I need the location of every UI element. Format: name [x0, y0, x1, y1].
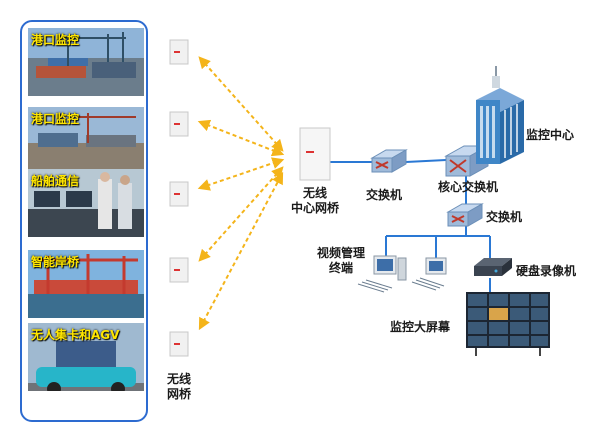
- central-bridge-icon: [299, 127, 331, 181]
- wireless-links: [197, 56, 285, 331]
- agv-photo: [28, 323, 144, 391]
- port-crane-photo: [28, 28, 144, 96]
- wireless-link: [198, 171, 284, 331]
- scene-smart-quay-crane: 智能岸桥: [28, 250, 144, 318]
- wireless-bridge-label: 无线 网桥: [166, 372, 191, 401]
- wireless-bridge-icon: [169, 111, 189, 137]
- quay-crane-photo: [28, 250, 144, 318]
- scene-port-monitoring-1: 港口监控: [28, 28, 144, 96]
- wireless-link: [197, 119, 285, 157]
- switch-icon: [370, 149, 408, 173]
- scene-label: 无人集卡和AGV: [31, 328, 120, 342]
- switch-label: 交换机: [366, 188, 403, 202]
- wireless-bridge-icon: [169, 181, 189, 207]
- ship-bridge-photo: [28, 169, 144, 237]
- wireless-bridge-icon: [169, 39, 189, 65]
- switch-label: 交换机: [486, 210, 523, 224]
- wireless-link: [198, 56, 284, 152]
- wireless-bridge-icon: [169, 331, 189, 357]
- monitoring-center-label: 监控中心: [526, 128, 575, 142]
- video-wall-label: 监控大屏幕: [390, 320, 451, 334]
- nvr-icon: [474, 258, 512, 276]
- central-bridge-label: 无线 中心网桥: [290, 186, 339, 215]
- switch-icon: [446, 203, 484, 227]
- scene-ship-communication: 船舶通信: [28, 169, 144, 237]
- scene-label: 港口监控: [31, 112, 80, 126]
- nvr-label: 硬盘录像机: [516, 264, 577, 278]
- scene-label: 港口监控: [31, 33, 80, 47]
- core-switch-label: 核心交换机: [438, 180, 499, 194]
- wireless-link: [197, 157, 285, 191]
- video-wall-icon: [466, 292, 550, 356]
- video-terminal-icon: [357, 255, 407, 293]
- wireless-link: [198, 166, 284, 262]
- wireless-bridge-icon: [169, 257, 189, 283]
- scene-label: 船舶通信: [31, 174, 80, 188]
- video-terminal-label: 视频管理 终端: [316, 246, 365, 275]
- video-terminal-icon: [411, 257, 447, 291]
- wireless-bridge-units: [169, 39, 189, 357]
- scene-label: 智能岸桥: [31, 255, 80, 269]
- scene-unmanned-truck-agv: 无人集卡和AGV: [28, 323, 144, 391]
- monitoring-center-building-icon: [476, 66, 524, 164]
